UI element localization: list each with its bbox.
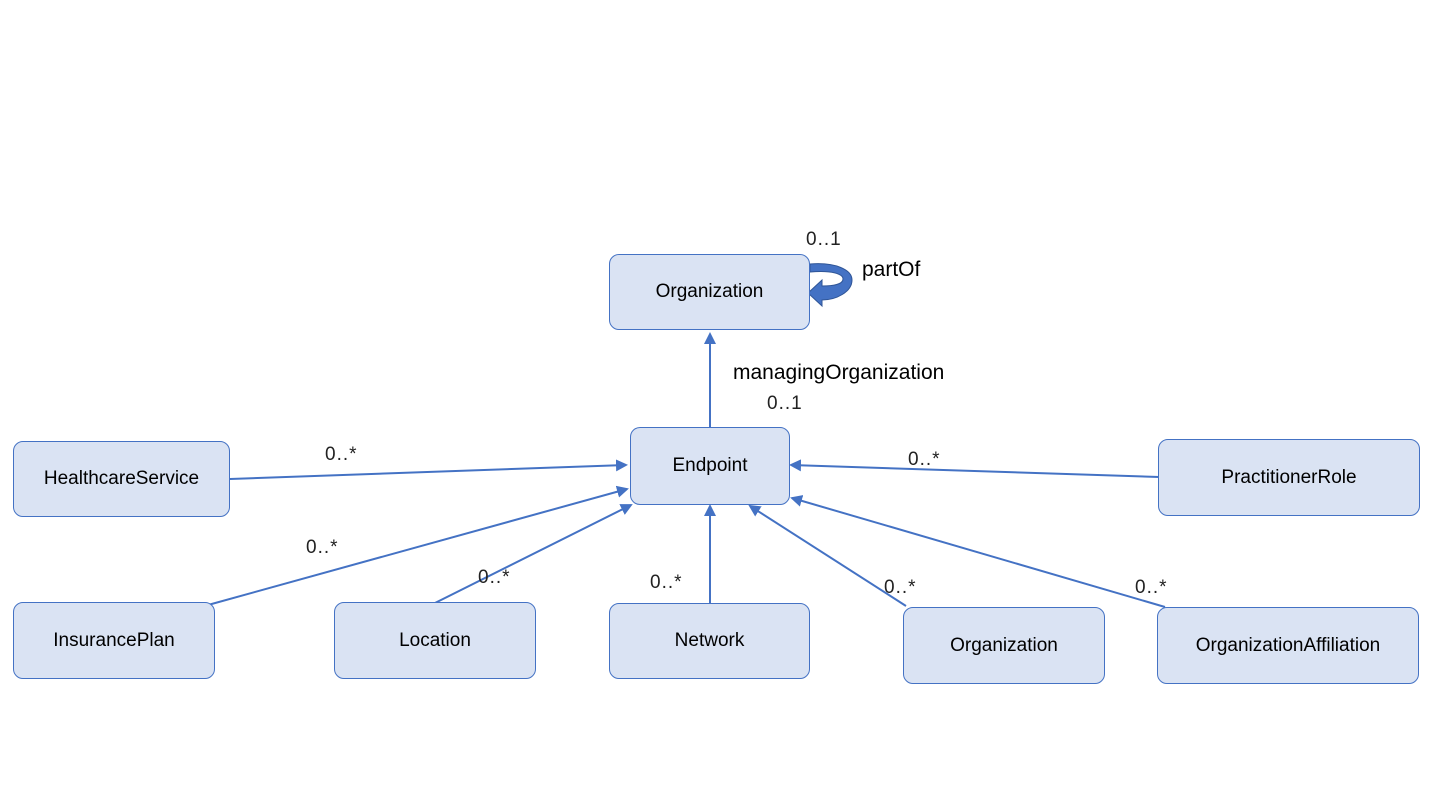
node-healthcare-service[interactable]: HealthcareService: [13, 441, 230, 517]
network-multiplicity: 0..*: [650, 572, 683, 593]
organization-bottom-multiplicity: 0..*: [884, 577, 917, 598]
node-network[interactable]: Network: [609, 603, 810, 679]
organization-affiliation-multiplicity: 0..*: [1135, 577, 1168, 598]
managing-organization-multiplicity: 0..1: [767, 393, 803, 414]
node-insurance-plan[interactable]: InsurancePlan: [13, 602, 215, 679]
edge-practitioner-role: [789, 459, 1160, 478]
node-location[interactable]: Location: [334, 602, 536, 679]
part-of-multiplicity: 0..1: [806, 229, 842, 250]
part-of-loop-arrow: [807, 263, 853, 308]
node-practitioner-role[interactable]: PractitionerRole: [1158, 439, 1420, 516]
node-endpoint-label: Endpoint: [672, 455, 748, 476]
node-organization-top-label: Organization: [655, 281, 764, 302]
node-healthcare-service-label: HealthcareService: [43, 468, 200, 489]
insurance-plan-multiplicity: 0..*: [306, 537, 339, 558]
node-organization-top[interactable]: Organization: [609, 254, 810, 330]
edge-location: [434, 504, 633, 604]
node-network-label: Network: [674, 630, 745, 651]
edge-organization-affiliation: [790, 495, 1166, 608]
node-endpoint[interactable]: Endpoint: [630, 427, 790, 505]
node-organization-affiliation[interactable]: OrganizationAffiliation: [1157, 607, 1419, 684]
location-multiplicity: 0..*: [478, 567, 511, 588]
part-of-label: partOf: [862, 258, 921, 281]
node-insurance-plan-label: InsurancePlan: [53, 629, 175, 651]
practitioner-role-multiplicity: 0..*: [908, 449, 941, 470]
node-organization-affiliation-label: OrganizationAffiliation: [1195, 634, 1381, 656]
edge-organization-bottom: [748, 504, 907, 607]
managing-organization-label: managingOrganization: [733, 361, 945, 384]
node-practitioner-role-label: PractitionerRole: [1221, 466, 1357, 488]
node-location-label: Location: [399, 629, 471, 651]
healthcare-service-multiplicity: 0..*: [325, 444, 358, 465]
edge-healthcare-service: [229, 459, 628, 480]
node-organization-bottom-label: Organization: [950, 634, 1058, 656]
node-organization-bottom[interactable]: Organization: [903, 607, 1105, 684]
edge-insurance-plan: [207, 485, 629, 606]
